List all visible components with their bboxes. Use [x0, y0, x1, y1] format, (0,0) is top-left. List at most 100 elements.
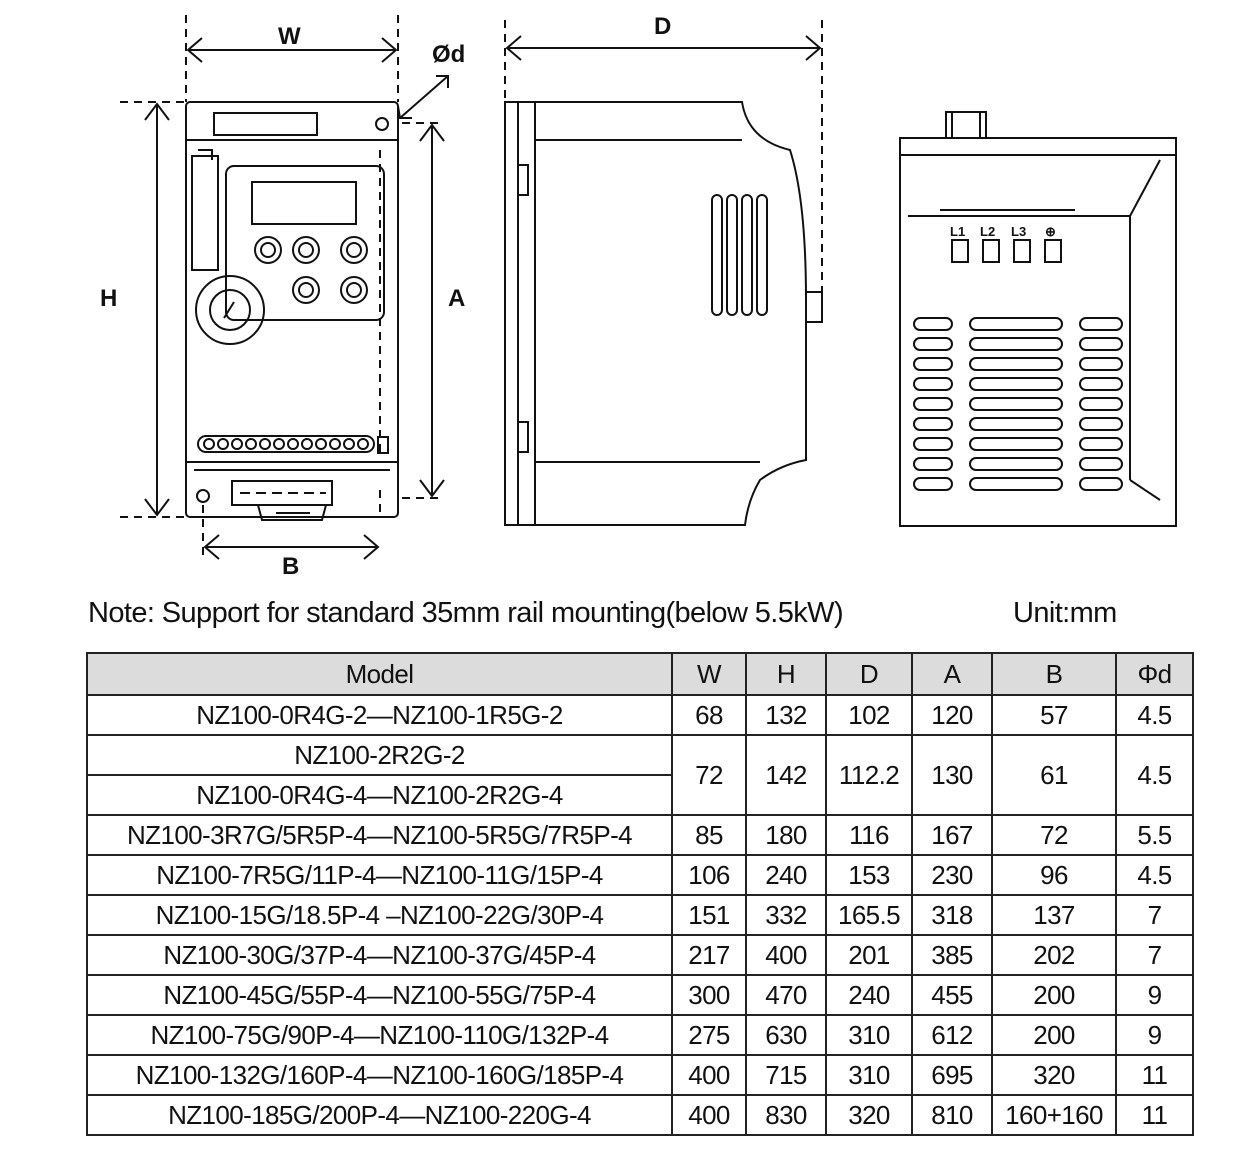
terminal-label-l2: L2	[980, 224, 995, 239]
cell-b: 320	[991, 1054, 1117, 1096]
cell-d: 240	[825, 974, 913, 1016]
front-view	[120, 15, 449, 560]
cell-w: 300	[671, 974, 747, 1016]
label-d: D	[654, 13, 671, 40]
cell-h: 142	[745, 734, 827, 816]
cell-b: 160+160	[991, 1094, 1117, 1136]
cell-a: 455	[911, 974, 993, 1016]
cell-a: 810	[911, 1094, 993, 1136]
cell-h: 400	[745, 934, 827, 976]
cell-b: 61	[991, 734, 1117, 816]
cell-model: NZ100-185G/200P-4—NZ100-220G-4	[86, 1094, 673, 1136]
cell-w: 217	[671, 934, 747, 976]
cell-d: 310	[825, 1014, 913, 1056]
cell-a: 130	[911, 734, 993, 816]
rail-mounting-note: Note: Support for standard 35mm rail mou…	[88, 597, 844, 629]
cell-w: 106	[671, 854, 747, 896]
cell-w: 72	[671, 734, 747, 816]
bottom-view	[899, 111, 1177, 527]
terminal-label-l3: L3	[1011, 224, 1026, 239]
cell-w: 85	[671, 814, 747, 856]
table-row: NZ100-30G/37P-4—NZ100-37G/45P-4 217 400 …	[86, 934, 1194, 976]
cell-a: 318	[911, 894, 993, 936]
header-b: B	[991, 652, 1117, 696]
cell-b: 200	[991, 974, 1117, 1016]
cell-b: 72	[991, 814, 1117, 856]
cell-w: 400	[671, 1094, 747, 1136]
cell-model: NZ100-3R7G/5R5P-4—NZ100-5R5G/7R5P-4	[86, 814, 673, 856]
cell-phi-d: 11	[1115, 1054, 1194, 1096]
table-row: NZ100-45G/55P-4—NZ100-55G/75P-4 300 470 …	[86, 974, 1194, 1016]
label-phi-d: Ød	[432, 41, 465, 68]
side-view	[504, 20, 823, 526]
cell-phi-d: 4.5	[1115, 854, 1194, 896]
table-row: NZ100-132G/160P-4—NZ100-160G/185P-4 400 …	[86, 1054, 1194, 1096]
keypad-buttons	[254, 236, 368, 304]
cell-a: 120	[911, 694, 993, 736]
cell-b: 200	[991, 1014, 1117, 1056]
cell-phi-d: 11	[1115, 1094, 1194, 1136]
cell-phi-d: 9	[1115, 1014, 1194, 1056]
cell-phi-d: 5.5	[1115, 814, 1194, 856]
cell-a: 695	[911, 1054, 993, 1096]
cell-h: 715	[745, 1054, 827, 1096]
cell-d: 320	[825, 1094, 913, 1136]
header-h: H	[745, 652, 827, 696]
terminal-label-l1: L1	[950, 224, 965, 239]
cell-phi-d: 4.5	[1115, 694, 1194, 736]
cell-phi-d: 9	[1115, 974, 1194, 1016]
cell-model: NZ100-2R2G-2	[86, 734, 673, 776]
header-w: W	[671, 652, 747, 696]
cell-w: 275	[671, 1014, 747, 1056]
cell-a: 385	[911, 934, 993, 976]
label-h: H	[100, 285, 117, 312]
cell-model: NZ100-0R4G-2—NZ100-1R5G-2	[86, 694, 673, 736]
cell-d: 116	[825, 814, 913, 856]
cell-h: 830	[745, 1094, 827, 1136]
ground-symbol: ⊕	[1045, 224, 1056, 239]
cell-d: 112.2	[825, 734, 913, 816]
table-row: NZ100-75G/90P-4—NZ100-110G/132P-4 275 63…	[86, 1014, 1194, 1056]
cell-d: 102	[825, 694, 913, 736]
cell-model: NZ100-75G/90P-4—NZ100-110G/132P-4	[86, 1014, 673, 1056]
cell-d: 310	[825, 1054, 913, 1096]
cell-a: 167	[911, 814, 993, 856]
table-row: NZ100-185G/200P-4—NZ100-220G-4 400 830 3…	[86, 1094, 1194, 1136]
table-row: NZ100-0R4G-2—NZ100-1R5G-2 68 132 102 120…	[86, 694, 1194, 736]
cell-phi-d: 4.5	[1115, 734, 1194, 816]
cell-model: NZ100-132G/160P-4—NZ100-160G/185P-4	[86, 1054, 673, 1096]
cell-h: 470	[745, 974, 827, 1016]
dimension-drawings: W D Ød H A B L1 L2 L3 ⊕	[100, 13, 1177, 580]
cell-model: NZ100-7R5G/11P-4—NZ100-11G/15P-4	[86, 854, 673, 896]
cell-h: 132	[745, 694, 827, 736]
cell-d: 165.5	[825, 894, 913, 936]
label-w: W	[278, 23, 301, 50]
bottom-vents	[913, 317, 1123, 491]
cell-b: 96	[991, 854, 1117, 896]
cell-b: 137	[991, 894, 1117, 936]
cell-h: 240	[745, 854, 827, 896]
cell-h: 630	[745, 1014, 827, 1056]
cell-model: NZ100-30G/37P-4—NZ100-37G/45P-4	[86, 934, 673, 976]
cell-model: NZ100-15G/18.5P-4 –NZ100-22G/30P-4	[86, 894, 673, 936]
cell-model: NZ100-0R4G-4—NZ100-2R2G-4	[86, 774, 673, 816]
cell-d: 153	[825, 854, 913, 896]
dimensions-table: Model W H D A B Φd NZ100-0R4G-2—NZ100-1R…	[86, 652, 1194, 1136]
header-model: Model	[86, 652, 673, 696]
cell-b: 57	[991, 694, 1117, 736]
cell-w: 151	[671, 894, 747, 936]
table-row: NZ100-7R5G/11P-4—NZ100-11G/15P-4 106 240…	[86, 854, 1194, 896]
cell-phi-d: 7	[1115, 894, 1194, 936]
cell-a: 612	[911, 1014, 993, 1056]
cell-w: 400	[671, 1054, 747, 1096]
label-a: A	[448, 285, 465, 312]
table-row: NZ100-15G/18.5P-4 –NZ100-22G/30P-4 151 3…	[86, 894, 1194, 936]
unit-label: Unit:mm	[1013, 597, 1117, 629]
cell-d: 201	[825, 934, 913, 976]
table-row: NZ100-0R4G-4—NZ100-2R2G-4	[86, 774, 1193, 816]
label-b: B	[282, 553, 299, 580]
cell-h: 180	[745, 814, 827, 856]
table-row: NZ100-3R7G/5R5P-4—NZ100-5R5G/7R5P-4 85 1…	[86, 814, 1194, 856]
terminal-row	[197, 435, 389, 454]
cell-a: 230	[911, 854, 993, 896]
